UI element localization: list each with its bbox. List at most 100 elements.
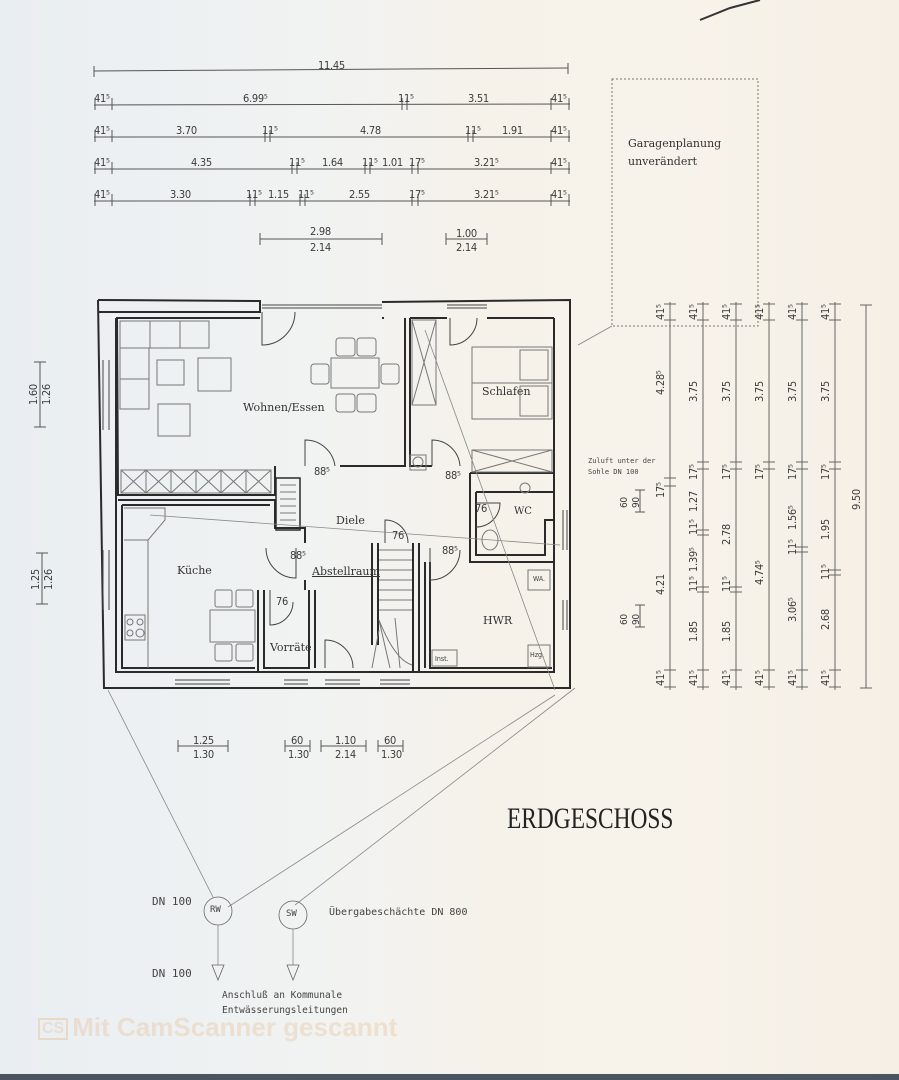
dim-label: 11⁵ [398,92,414,105]
dim-label: 4.21 [654,574,667,595]
dim-label: 1.27 [687,491,700,512]
dim-label: 17⁵ [819,464,832,480]
dim-label: 11⁵ [262,124,278,137]
dim-label: 41⁵ [687,670,700,686]
window-dim-bottom: 2.14 [335,748,356,761]
dim-label: 41⁵ [654,670,667,686]
door-width-label: 76 [276,595,288,608]
room-label-schlafen: Schlafen [482,385,531,398]
dim-label: 11⁵ [687,519,700,535]
window-dim-bottom: 1.30 [193,748,214,761]
dim-label: 11⁵ [720,576,733,592]
dim-label: 2.55 [349,188,370,201]
window-dim-top: 1.60 [27,384,40,405]
connection-note-line1: Anschluß an Kommunale [222,990,343,1001]
dim-label: 17⁵ [409,156,425,169]
room-label-hwr: HWR [483,614,513,627]
dim-label: 41⁵ [720,670,733,686]
dim-label: 3.75 [687,381,700,402]
dim-label: 1.85 [687,621,700,642]
dim-label: 3.75 [819,381,832,402]
dn-label-upper: DN 100 [152,895,192,908]
dim-label: 41⁵ [786,670,799,686]
dim-label: 41⁵ [786,304,799,320]
connection-note-line2: Entwässerungsleitungen [222,1005,348,1016]
dim-label: 1.39⁵ [687,547,700,573]
opening-dim-top: 1.00 [456,227,477,240]
dim-label: 41⁵ [551,188,567,201]
opening-dim-top: 2.98 [310,225,331,238]
room-label-kueche: Küche [177,564,212,577]
dim-label: 4.78 [360,124,381,137]
dim-label: 41⁵ [819,670,832,686]
dim-label: 41⁵ [94,92,110,105]
room-label-vorraete: Vorräte [270,641,312,654]
camscanner-logo-icon: CS [38,1018,69,1041]
door-width-label: 88⁵ [290,549,306,562]
dim-label: 6.99⁵ [243,92,268,105]
dim-label: 4.35 [191,156,212,169]
dim-label: 11⁵ [246,188,262,201]
dim-label: 4.28⁵ [654,370,667,396]
dim-label: 17⁵ [409,188,425,201]
dim-label: 17⁵ [654,482,667,498]
dim-label: 11⁵ [465,124,481,137]
room-label-wc: WC [514,506,532,517]
door-width-label: 88⁵ [442,544,458,557]
dim-label: 41⁵ [654,304,667,320]
dim-label: 3.75 [786,381,799,402]
door-width-label: 88⁵ [445,469,461,482]
window-dim-bottom: 1.26 [40,384,53,405]
dim-label: 1.85 [720,621,733,642]
room-label-wohnen-essen: Wohnen/Essen [243,401,325,414]
label-washing-machine: WA. [533,575,546,583]
dim-label: 41⁵ [753,304,766,320]
shaft-note: Übergabeschächte DN 800 [329,907,468,918]
air-supply-note-line1: Zuluft unter der [588,457,656,465]
dn-label-lower: DN 100 [152,967,192,980]
dim-label: 41⁵ [94,124,110,137]
room-label-diele: Diele [336,514,365,527]
dim-label: 1.64 [322,156,343,169]
garage-note-line2: unverändert [628,155,698,168]
dim-label: 41⁵ [720,304,733,320]
dim-label: 3.21⁵ [474,188,499,201]
window-sill-top: 60 [619,614,630,625]
sewage-shaft-label: SW [286,909,297,919]
dim-label: 11⁵ [362,156,378,169]
dim-label: 1.01 [382,156,403,169]
window-sill-top: 60 [619,497,630,508]
window-dim-bottom: 1.26 [42,569,55,590]
opening-dim-bottom: 2.14 [456,241,477,254]
air-supply-note-line2: Sohle DN 100 [588,468,639,476]
window-dim-top: 1.25 [29,569,42,590]
dim-label: 3.75 [753,381,766,402]
dim-label: 1.56⁵ [786,505,799,531]
window-dim-bottom: 1.30 [288,748,309,761]
window-dim-top: 1.25 [193,734,214,747]
dim-label: 3.51 [468,92,489,105]
window-dim-bottom: 1.30 [381,748,402,761]
dim-label: 1.95 [819,519,832,540]
window-dim-top: 60 [384,734,396,747]
dim-label: 3.21⁵ [474,156,499,169]
dim-label: 41⁵ [551,156,567,169]
dim-label: 41⁵ [753,670,766,686]
dim-label: 41⁵ [551,92,567,105]
dim-label: 11⁵ [687,576,700,592]
dim-label: 41⁵ [551,124,567,137]
dim-label: 2.78 [720,524,733,545]
dim-label: 41⁵ [687,304,700,320]
dim-label: 17⁵ [720,464,733,480]
label-heating: Hzg. [530,651,545,659]
dim-label: 1.15 [268,188,289,201]
page-title: ERDGESCHOSS [507,802,674,835]
window-sill-bottom: 90 [631,614,642,625]
door-width-label: 88⁵ [314,465,330,478]
garage-note-line1: Garagenplanung [628,137,722,150]
window-dim-top: 60 [291,734,303,747]
label-installation: Inst. [435,655,449,663]
